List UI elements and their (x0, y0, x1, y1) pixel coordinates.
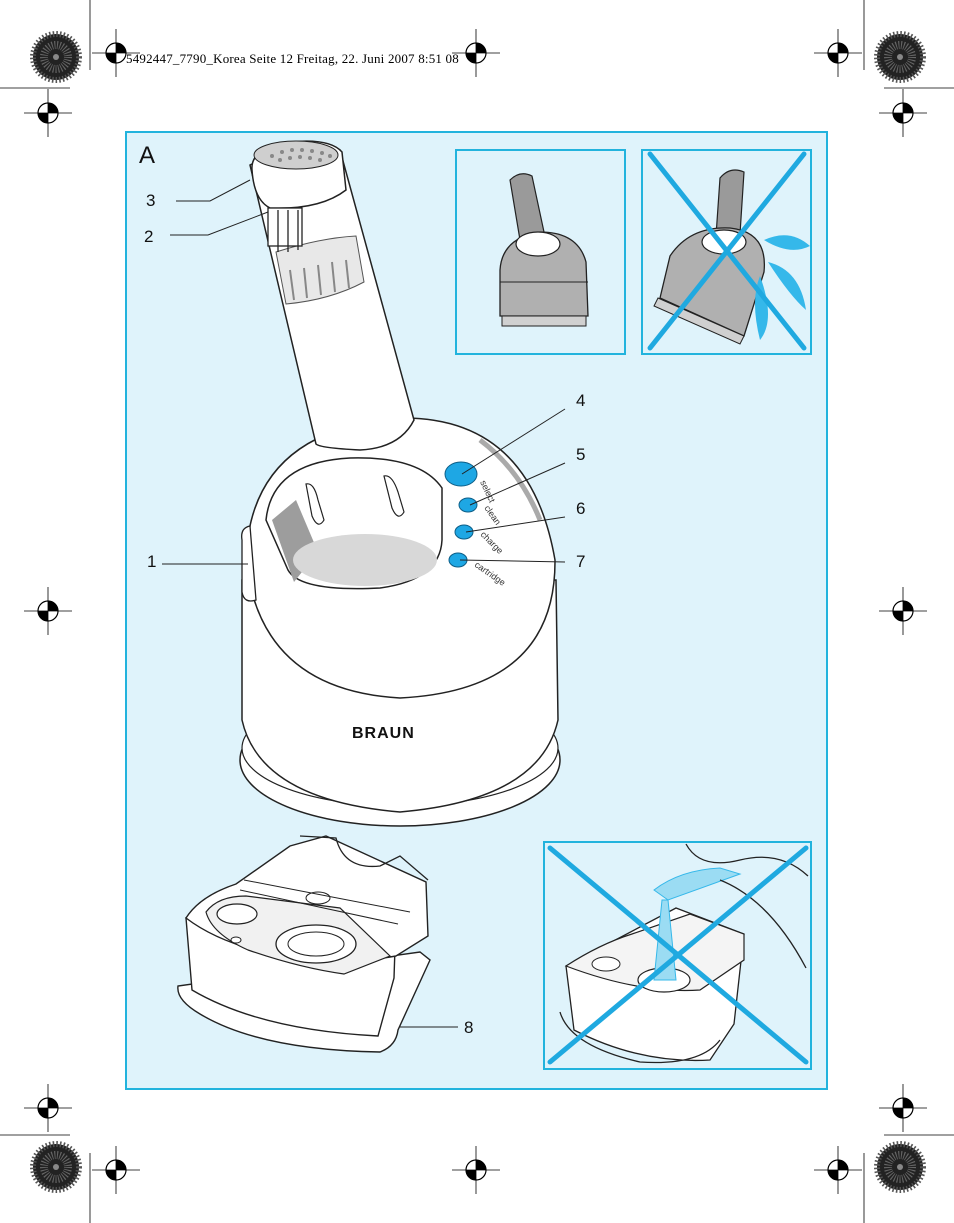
print-slug: 5492447_7790_Korea Seite 12 Freitag, 22.… (126, 51, 459, 66)
brand-logo: BRAUN (352, 725, 415, 742)
callout-3: 3 (146, 191, 156, 210)
cross-out-icon (547, 845, 809, 1065)
callout-1: 1 (147, 552, 157, 571)
callout-7: 7 (576, 552, 586, 571)
callout-5: 5 (576, 445, 586, 464)
cleaning-cartridge (177, 835, 431, 1053)
panel-correct (455, 149, 626, 355)
control-buttons (444, 461, 478, 568)
cross-out-icon (647, 151, 807, 351)
panel-wrong-rinse (641, 149, 812, 355)
callout-2: 2 (144, 227, 154, 246)
cleaning-station (239, 140, 561, 827)
callout-8: 8 (464, 1018, 474, 1037)
callout-6: 6 (576, 499, 586, 518)
panel-wrong-fill (543, 841, 812, 1070)
callout-4: 4 (576, 391, 586, 410)
leader-lines (162, 179, 566, 1028)
figure-letter: A (139, 142, 156, 169)
